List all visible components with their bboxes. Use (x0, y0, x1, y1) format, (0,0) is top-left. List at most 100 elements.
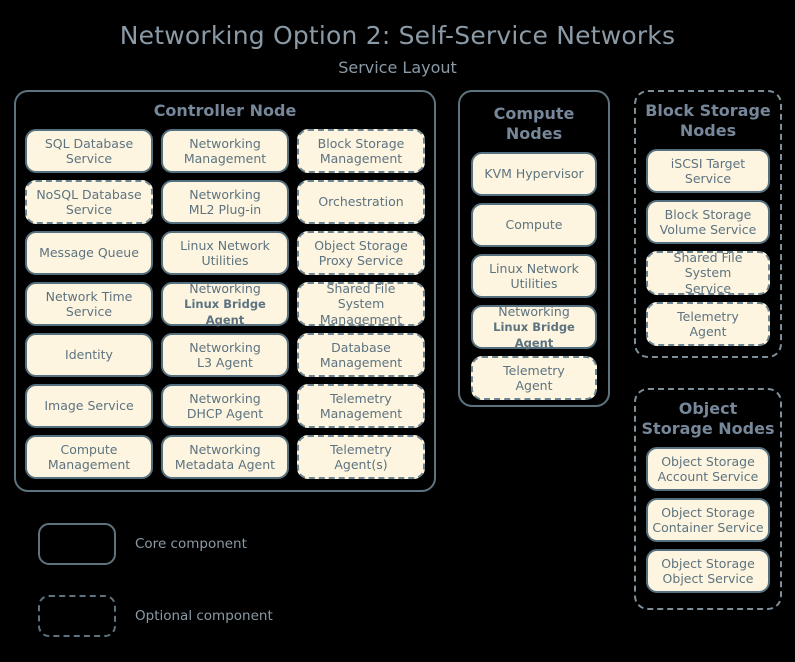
component-label-line2: Utilities (201, 253, 249, 268)
component-label-line2: Container Service (652, 520, 764, 535)
component-label-line1: Object Storage (661, 453, 755, 469)
component-label-line2: Linux Bridge Agent (184, 297, 266, 327)
object-storage-nodes-title: Object Storage Nodes (636, 390, 780, 447)
controller-node-title: Controller Node (153, 101, 297, 120)
component-label-line1: KVM Hypervisor (484, 166, 584, 182)
component-label-line1: Linux Network (489, 260, 579, 276)
object-storage-title-line1: Object (678, 399, 738, 418)
component-label-line1: Image Service (44, 398, 134, 414)
component-label-line1: Object Storage (661, 504, 755, 520)
component-label-line1: Shared File System (326, 281, 396, 312)
component-label-line2: Management (319, 406, 403, 421)
component-label-line2: Account Service (657, 469, 759, 484)
component-label: Compute (505, 217, 562, 232)
component-label: Image Service (44, 398, 133, 413)
component-label-line1: Identity (65, 347, 113, 363)
component-label-line2: Volume Service (659, 222, 757, 237)
legend-swatch-core (38, 523, 116, 565)
component-box[interactable]: Image Service (25, 384, 153, 428)
component-label-line1: Block Storage (664, 206, 752, 222)
component-box[interactable]: Message Queue (25, 231, 153, 275)
legend-row-core: Core component (38, 518, 368, 570)
component-label-line2: Management (47, 457, 131, 472)
component-label-line2: L3 Agent (197, 355, 253, 370)
component-label-line1: Telemetry (330, 441, 392, 457)
legend-label-core: Core component (135, 536, 247, 552)
component-box[interactable]: Compute (471, 203, 597, 247)
component-label-line1: Networking (189, 339, 261, 355)
component-label-line1: Telemetry (503, 362, 565, 378)
block-storage-title-line2: Nodes (679, 121, 737, 140)
component-label-line1: Linux Network (180, 237, 270, 253)
page-subtitle: Service Layout (338, 57, 457, 77)
component-label-line2: Agent (515, 378, 553, 393)
component-label-line1: Compute (60, 441, 118, 457)
compute-nodes-title-line2: Nodes (505, 124, 563, 143)
component-label-line2: Linux Bridge Agent (493, 320, 575, 350)
component-label-line2: Service (65, 304, 113, 319)
legend-swatch-optional (38, 595, 116, 637)
component-box[interactable]: KVM Hypervisor (471, 152, 597, 196)
component-label-line2: Agent (689, 324, 727, 339)
component-label-line2: Management (183, 151, 267, 166)
component-label-line1: Object Storage (661, 555, 755, 571)
component-label-line2: Management (319, 311, 403, 327)
component-label-line2: DHCP Agent (186, 406, 264, 421)
component-box[interactable]: Orchestration (297, 180, 425, 224)
component-label-line1: Telemetry (330, 390, 392, 406)
component-label-line1: Object Storage (314, 237, 408, 253)
component-label-line2: ML2 Plug-in (188, 202, 262, 217)
component-label-line1: Networking (189, 390, 261, 406)
page-title: Networking Option 2: Self-Service Networ… (119, 21, 676, 50)
component-box[interactable]: Identity (25, 333, 153, 377)
component-label-line2: Service (65, 151, 113, 166)
component-label-line2: Utilities (510, 276, 558, 291)
